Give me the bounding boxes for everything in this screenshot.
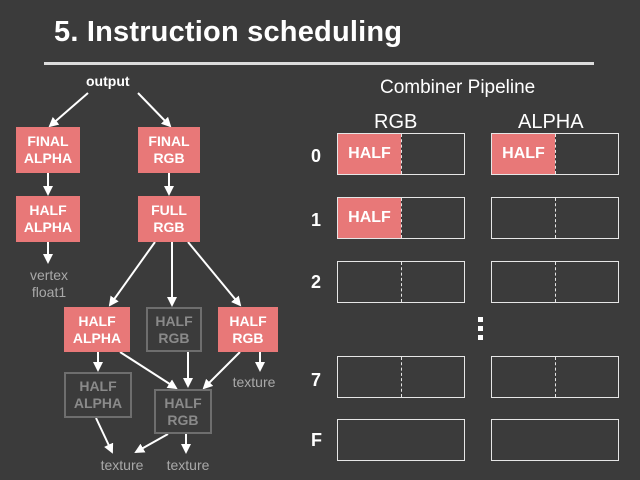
vertex-note: vertex float1 <box>29 267 69 300</box>
node-half-rgb-unscheduled-2: HALF RGB <box>154 389 212 434</box>
texture-right: texture <box>232 374 276 390</box>
stage-alpha-fill: HALF <box>492 134 555 174</box>
stage-label: 1 <box>311 210 322 230</box>
slot-divider <box>555 198 556 238</box>
stage-label: F <box>311 430 322 450</box>
pipeline-col-rgb: RGB <box>374 111 418 133</box>
arrow-full-rgb-half-rgb-red <box>187 241 242 307</box>
slide-title: 5. Instruction scheduling <box>54 16 403 48</box>
arrow-half-alpha-ghost-rgb <box>119 351 178 390</box>
slot-divider <box>401 357 402 397</box>
stage-label: 7 <box>311 370 322 390</box>
stage-label: 2 <box>311 272 322 292</box>
stage-rgb-slot: HALF <box>337 133 465 175</box>
stages-ellipsis <box>478 317 483 344</box>
node-final-alpha: FINAL ALPHA <box>16 127 80 173</box>
arrow-output-final-alpha <box>48 92 89 128</box>
stage-rgb-slot: HALF <box>337 197 465 239</box>
node-half-alpha-unscheduled: HALF ALPHA <box>64 372 132 418</box>
stage-alpha-slot <box>491 419 619 461</box>
texture-bottom-left: texture <box>100 457 144 473</box>
stage-rgb-slot <box>337 419 465 461</box>
title-underline <box>44 62 594 65</box>
slot-divider <box>401 198 402 238</box>
node-half-rgb-unscheduled: HALF RGB <box>146 307 202 352</box>
slot-divider <box>555 357 556 397</box>
node-half-rgb-scheduled: HALF RGB <box>218 307 278 352</box>
stage-alpha-slot <box>491 197 619 239</box>
node-full-rgb: FULL RGB <box>138 196 200 242</box>
pipeline-title: Combiner Pipeline <box>380 77 536 98</box>
arrow-ghost-alpha-texture <box>95 417 114 454</box>
node-final-rgb: FINAL RGB <box>138 127 200 173</box>
slot-divider <box>401 262 402 302</box>
stage-rgb-fill: HALF <box>338 198 401 238</box>
stage-label: 0 <box>311 146 322 166</box>
stage-rgb-fill: HALF <box>338 134 401 174</box>
slot-divider <box>555 134 556 174</box>
slot-divider <box>555 262 556 302</box>
arrow-half-rgb-red-ghost-rgb <box>202 351 241 390</box>
arrow-output-final-rgb <box>137 92 172 128</box>
stage-alpha-slot <box>491 356 619 398</box>
texture-bottom-right: texture <box>166 457 210 473</box>
pipeline-col-alpha: ALPHA <box>518 111 584 133</box>
node-half-alpha-mid: HALF ALPHA <box>64 307 130 352</box>
stage-alpha-slot <box>491 261 619 303</box>
output-label: output <box>86 73 130 89</box>
arrow-ghost-rgb-texture-left <box>134 433 169 453</box>
stage-alpha-slot: HALF <box>491 133 619 175</box>
stage-rgb-slot <box>337 261 465 303</box>
node-half-alpha-top: HALF ALPHA <box>16 196 80 242</box>
arrow-full-rgb-half-alpha <box>108 241 156 307</box>
slot-divider <box>401 134 402 174</box>
stage-rgb-slot <box>337 356 465 398</box>
